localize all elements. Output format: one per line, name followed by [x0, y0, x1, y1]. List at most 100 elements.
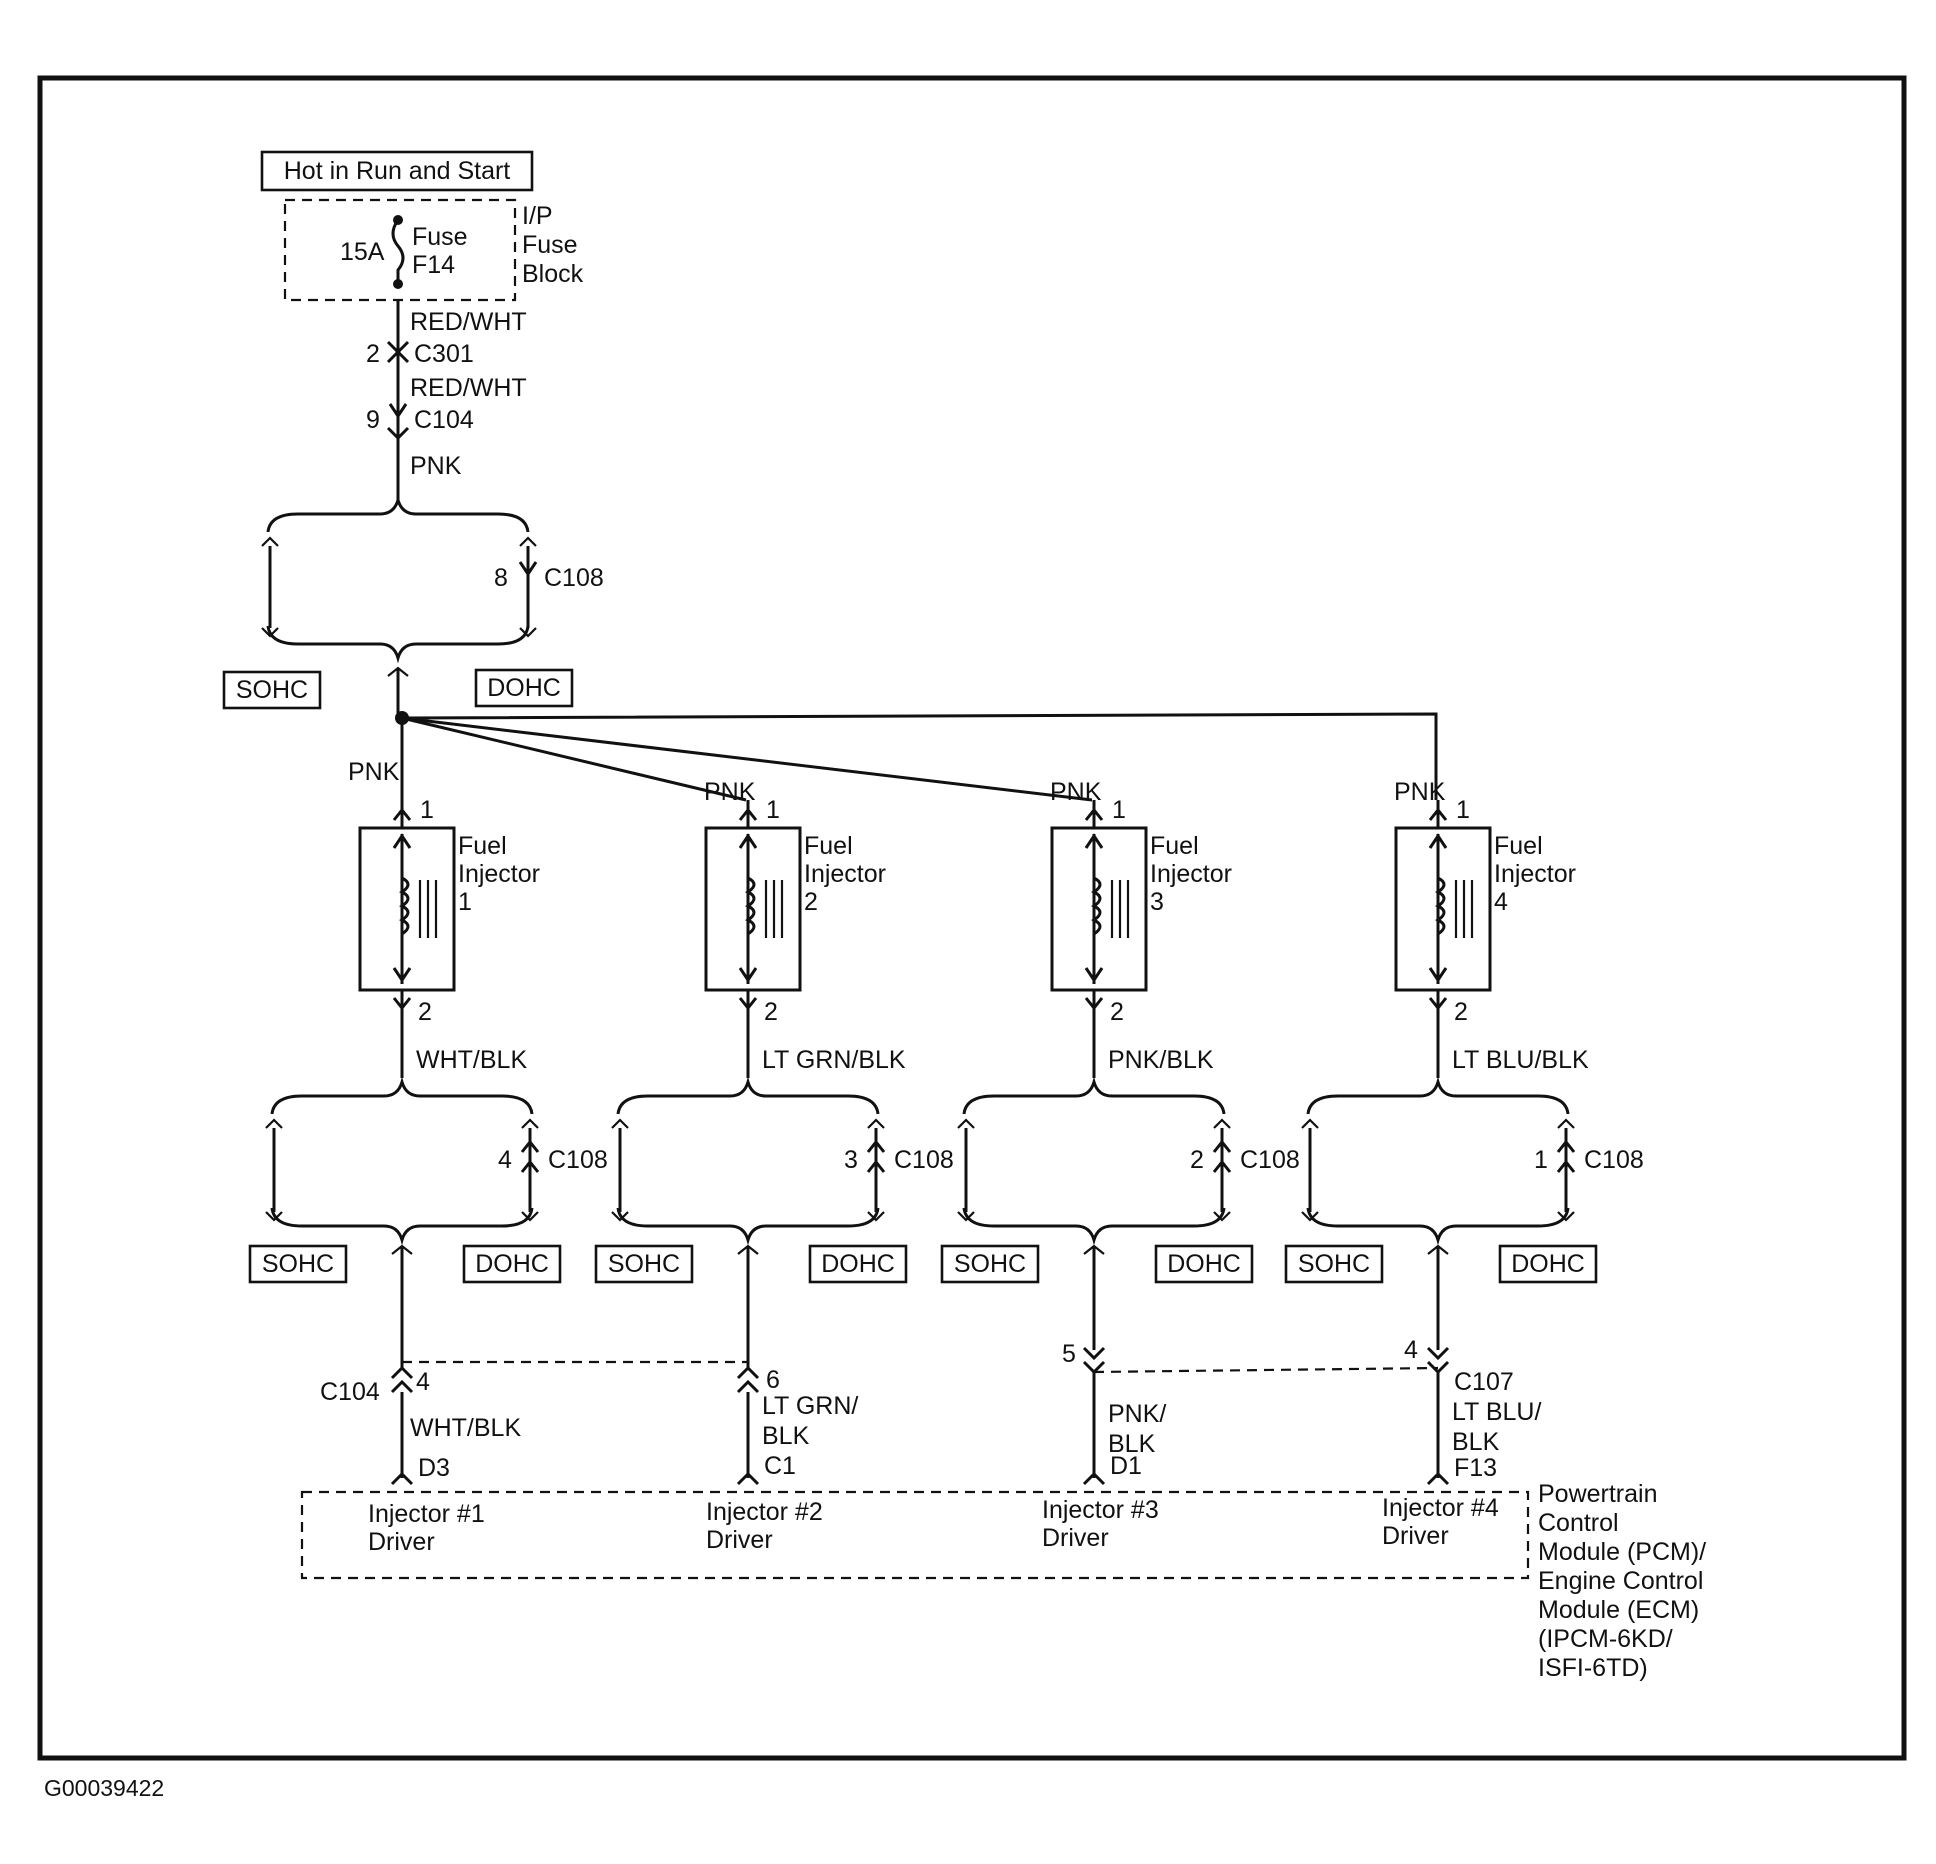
- pcm-label-6: ISFI-6TD): [1538, 1654, 1648, 1682]
- c107-lower-name: C107: [1454, 1368, 1514, 1396]
- c104-lower: C104 4 6: [320, 1360, 780, 1406]
- driver-4-l2: Driver: [1382, 1522, 1449, 1550]
- pcm-label-5: (IPCM-6KD/: [1538, 1625, 1673, 1653]
- driver-1-l1: Injector #1: [368, 1500, 485, 1528]
- injector-1-c108-name: C108: [548, 1146, 608, 1174]
- injector-2-label2: Injector: [804, 860, 886, 888]
- injector-1-label1: Fuel: [458, 832, 507, 860]
- pcm-label-0: Powertrain: [1538, 1480, 1658, 1508]
- injector-4-label1: Fuel: [1494, 832, 1543, 860]
- injector-4-pin2: 2: [1454, 998, 1468, 1026]
- c301-name: C301: [414, 340, 474, 368]
- sohc-box-main: SOHC: [222, 670, 322, 710]
- fuse-block-2: Fuse: [522, 231, 578, 259]
- dohc-label-4: DOHC: [1511, 1250, 1585, 1278]
- dohc-box-1: [462, 1244, 562, 1284]
- c301-pin: 2: [366, 340, 380, 368]
- injector-4-pin1: 1: [1456, 796, 1470, 824]
- c104-lower-name: C104: [320, 1378, 380, 1406]
- injector-4-c108-name: C108: [1584, 1146, 1644, 1174]
- fuse-block-3: Block: [522, 260, 584, 288]
- fuse-name-1: Fuse: [412, 223, 468, 251]
- sohc-box-1: [248, 1244, 348, 1284]
- lower-wire-2b: BLK: [762, 1422, 810, 1450]
- fuse-block-1: I/P: [522, 202, 553, 230]
- injector-2-label1: Fuel: [804, 832, 853, 860]
- lower-wire-3b: BLK: [1108, 1430, 1156, 1458]
- dohc-box-3: [1154, 1244, 1254, 1284]
- c301-wire-color: RED/WHT: [410, 308, 527, 336]
- lower-wire-4a: LT BLU/: [1452, 1398, 1541, 1426]
- driver-2-l1: Injector #2: [706, 1498, 823, 1526]
- c107-pin-b: 4: [1404, 1336, 1418, 1364]
- injector-2-c108-pin: 3: [844, 1146, 858, 1174]
- term-d3: D3: [418, 1454, 450, 1482]
- dohc-label-1: DOHC: [475, 1250, 549, 1278]
- injector-3-c108-name: C108: [1240, 1146, 1300, 1174]
- injector-1-pin1: 1: [420, 796, 434, 824]
- c104-pin-a: 4: [416, 1368, 430, 1396]
- main-pnk-wire: PNK: [410, 452, 462, 480]
- lower-wire-1: WHT/BLK: [410, 1414, 521, 1442]
- pcm-label-2: Module (PCM)/: [1538, 1538, 1706, 1566]
- c108-main-pin: 8: [494, 564, 508, 592]
- fuse-block: 15A Fuse F14 I/P Fuse Block: [283, 198, 584, 302]
- injector-4-out-wire: LT BLU/BLK: [1452, 1046, 1589, 1074]
- driver-3-l2: Driver: [1042, 1524, 1109, 1552]
- pcm-module: Injector #1 Driver Injector #2 Driver In…: [300, 1480, 1706, 1682]
- dohc-main-label: DOHC: [487, 674, 561, 702]
- driver-2-l2: Driver: [706, 1526, 773, 1554]
- figure-id: G00039422: [44, 1775, 164, 1801]
- coil-icon: [399, 876, 410, 936]
- upper-option-brace: 8 C108: [261, 498, 604, 660]
- fuse-rating: 15A: [340, 238, 385, 266]
- pcm-label-1: Control: [1538, 1509, 1619, 1537]
- injector-1-feed-wire: PNK: [348, 758, 400, 786]
- injector-3-pin1: 1: [1112, 796, 1126, 824]
- dohc-label-2: DOHC: [821, 1250, 895, 1278]
- c104-pin-b: 6: [766, 1366, 780, 1394]
- sohc-box-2: [594, 1244, 694, 1284]
- injector-1-number: 1: [458, 888, 472, 916]
- coil-icon: [1091, 876, 1102, 936]
- c108-main-name: C108: [544, 564, 604, 592]
- pcm-label-3: Engine Control: [1538, 1567, 1703, 1595]
- term-d1: D1: [1110, 1452, 1142, 1480]
- injector-1-out-wire: WHT/BLK: [416, 1046, 527, 1074]
- power-source-label: Hot in Run and Start: [284, 157, 511, 185]
- injector-2-out-wire: LT GRN/BLK: [762, 1046, 906, 1074]
- injector-2-pin2: 2: [764, 998, 778, 1026]
- injector-3-number: 3: [1150, 888, 1164, 916]
- c104-wire-color: RED/WHT: [410, 374, 527, 402]
- lower-wire-3a: PNK/: [1108, 1400, 1166, 1428]
- pcm-label-4: Module (ECM): [1538, 1596, 1699, 1624]
- c104-name: C104: [414, 406, 474, 434]
- c104-pin: 9: [366, 406, 380, 434]
- sohc-label-1: SOHC: [262, 1250, 334, 1278]
- term-f13: F13: [1454, 1454, 1497, 1482]
- diagram-frame: [37, 75, 1907, 1761]
- driver-4-l1: Injector #4: [1382, 1494, 1499, 1522]
- sohc-box-3: [940, 1244, 1040, 1284]
- sohc-label-4: SOHC: [1298, 1250, 1370, 1278]
- fuse-symbol: [391, 219, 405, 284]
- injector-2-pin1: 1: [766, 796, 780, 824]
- dohc-box-4: [1498, 1244, 1598, 1284]
- injector-3-c108-pin: 2: [1190, 1146, 1204, 1174]
- fuse-name-2: F14: [412, 251, 455, 279]
- injector-3-label2: Injector: [1150, 860, 1232, 888]
- sohc-label-2: SOHC: [608, 1250, 680, 1278]
- dohc-box-main: DOHC: [474, 668, 574, 708]
- driver-3-l1: Injector #3: [1042, 1496, 1159, 1524]
- sohc-label-3: SOHC: [954, 1250, 1026, 1278]
- injector-1-label2: Injector: [458, 860, 540, 888]
- injector-2-number: 2: [804, 888, 818, 916]
- lower-wire-4b: BLK: [1452, 1428, 1500, 1456]
- power-source-box: Hot in Run and Start: [260, 150, 534, 192]
- sohc-main-label: SOHC: [236, 676, 308, 704]
- injector-4-c108-pin: 1: [1534, 1146, 1548, 1174]
